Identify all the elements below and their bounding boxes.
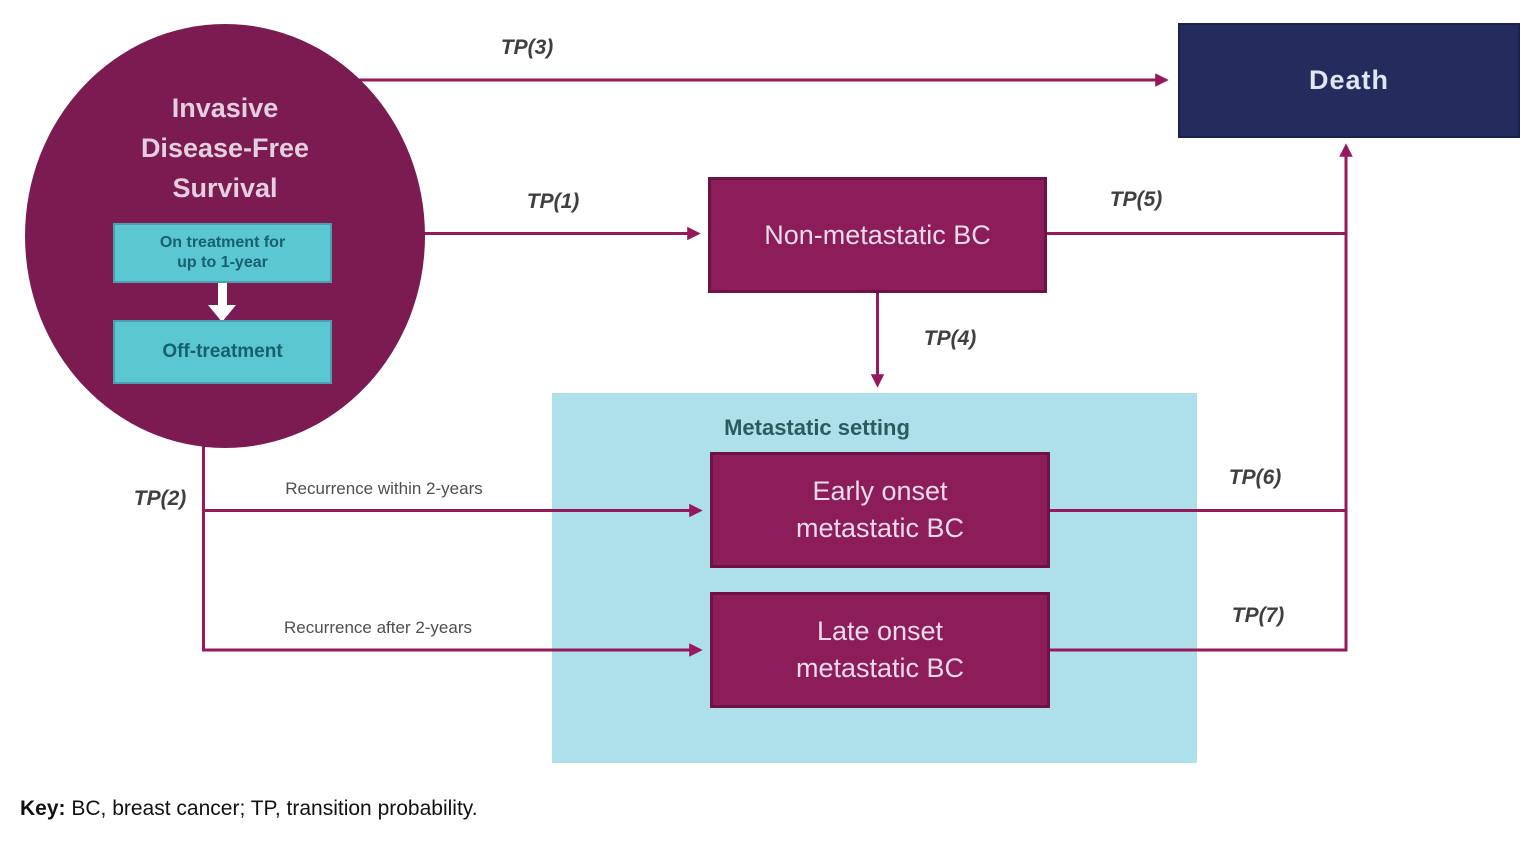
state-early-onset-metastatic-bc: Early onset metastatic BC xyxy=(710,452,1050,568)
label-tp1: TP(1) xyxy=(526,190,580,213)
diagram-key: Key: BC, breast cancer; TP, transition p… xyxy=(20,797,478,821)
label-tp3: TP(3) xyxy=(500,36,554,59)
label-tp4: TP(4) xyxy=(923,327,977,350)
state-invasive-disease-free-survival: Invasive Disease-Free Survival On treatm… xyxy=(25,24,425,448)
substate-off-treatment: Off-treatment xyxy=(113,320,332,384)
label-tp2: TP(2) xyxy=(133,487,187,510)
substate-on-treatment: On treatment for up to 1-year xyxy=(113,223,332,283)
state-non-metastatic-bc: Non-metastatic BC xyxy=(708,177,1047,293)
label-tp5: TP(5) xyxy=(1109,188,1163,211)
label-tp6: TP(6) xyxy=(1228,466,1282,489)
label-recurrence-after-2-years: Recurrence after 2-years xyxy=(283,618,473,637)
label-recurrence-within-2-years: Recurrence within 2-years xyxy=(285,479,483,498)
label-tp7: TP(7) xyxy=(1231,604,1285,627)
down-arrowhead-icon xyxy=(208,305,236,322)
state-death: Death xyxy=(1178,23,1520,138)
key-text: BC, breast cancer; TP, transition probab… xyxy=(65,797,478,820)
state-late-onset-metastatic-bc: Late onset metastatic BC xyxy=(710,592,1050,708)
key-word: Key: xyxy=(20,797,66,820)
metastatic-setting-title: Metastatic setting xyxy=(724,415,910,440)
idfs-title: Invasive Disease-Free Survival xyxy=(140,93,310,203)
down-arrow-icon xyxy=(218,283,227,306)
